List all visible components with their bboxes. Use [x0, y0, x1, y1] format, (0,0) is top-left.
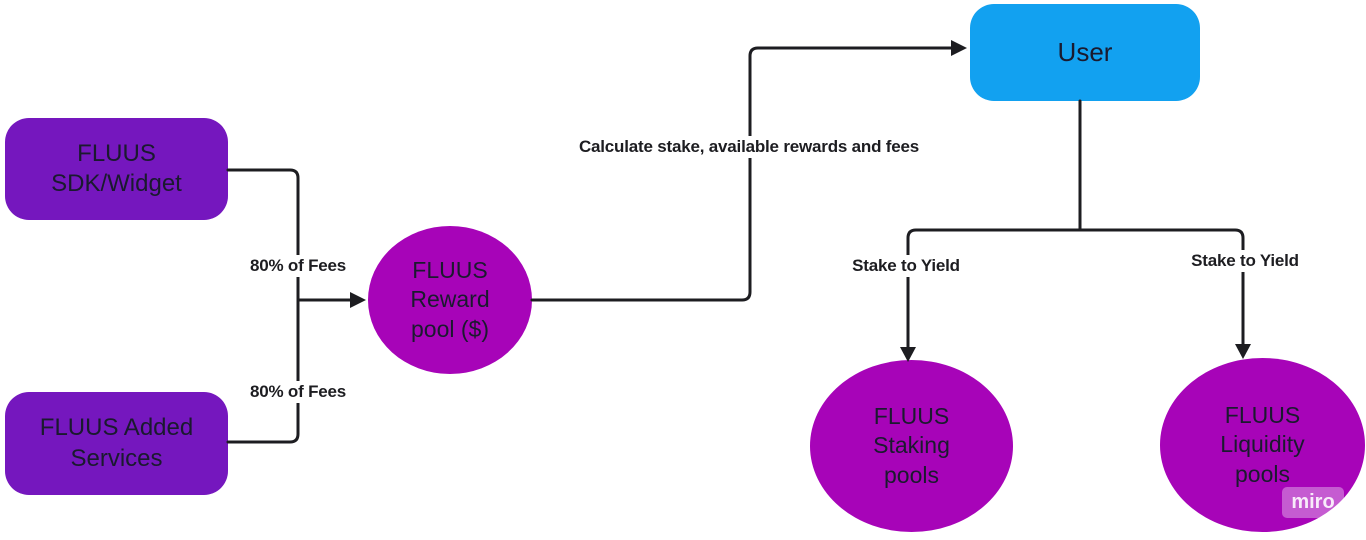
miro-watermark: miro [1282, 487, 1344, 518]
shape-fluus-liquidity-pools[interactable]: FLUUS Liquidity pools [1160, 358, 1365, 532]
shape-user[interactable]: User [970, 4, 1200, 101]
arrowhead-into-liquidity-pools [1235, 344, 1251, 359]
shape-fluus-staking-pools[interactable]: FLUUS Staking pools [810, 360, 1013, 532]
edge-label-fees-bottom[interactable]: 80% of Fees [244, 381, 352, 403]
edge-label-fees-top[interactable]: 80% of Fees [244, 255, 352, 277]
shape-fluus-added-services[interactable]: FLUUS Added Services [5, 392, 228, 495]
edge-label-calculate-stake[interactable]: Calculate stake, available rewards and f… [573, 136, 925, 158]
shape-fluus-reward-pool[interactable]: FLUUS Reward pool ($) [368, 226, 532, 374]
arrowhead-into-reward-pool [350, 292, 366, 308]
arrowhead-into-user [951, 40, 967, 56]
shape-fluus-sdk-widget[interactable]: FLUUS SDK/Widget [5, 118, 228, 220]
edge-label-stake-to-yield-right[interactable]: Stake to Yield [1186, 250, 1304, 272]
connector-branch-to-pools[interactable] [906, 228, 1245, 351]
edge-label-stake-to-yield-left[interactable]: Stake to Yield [847, 255, 965, 277]
